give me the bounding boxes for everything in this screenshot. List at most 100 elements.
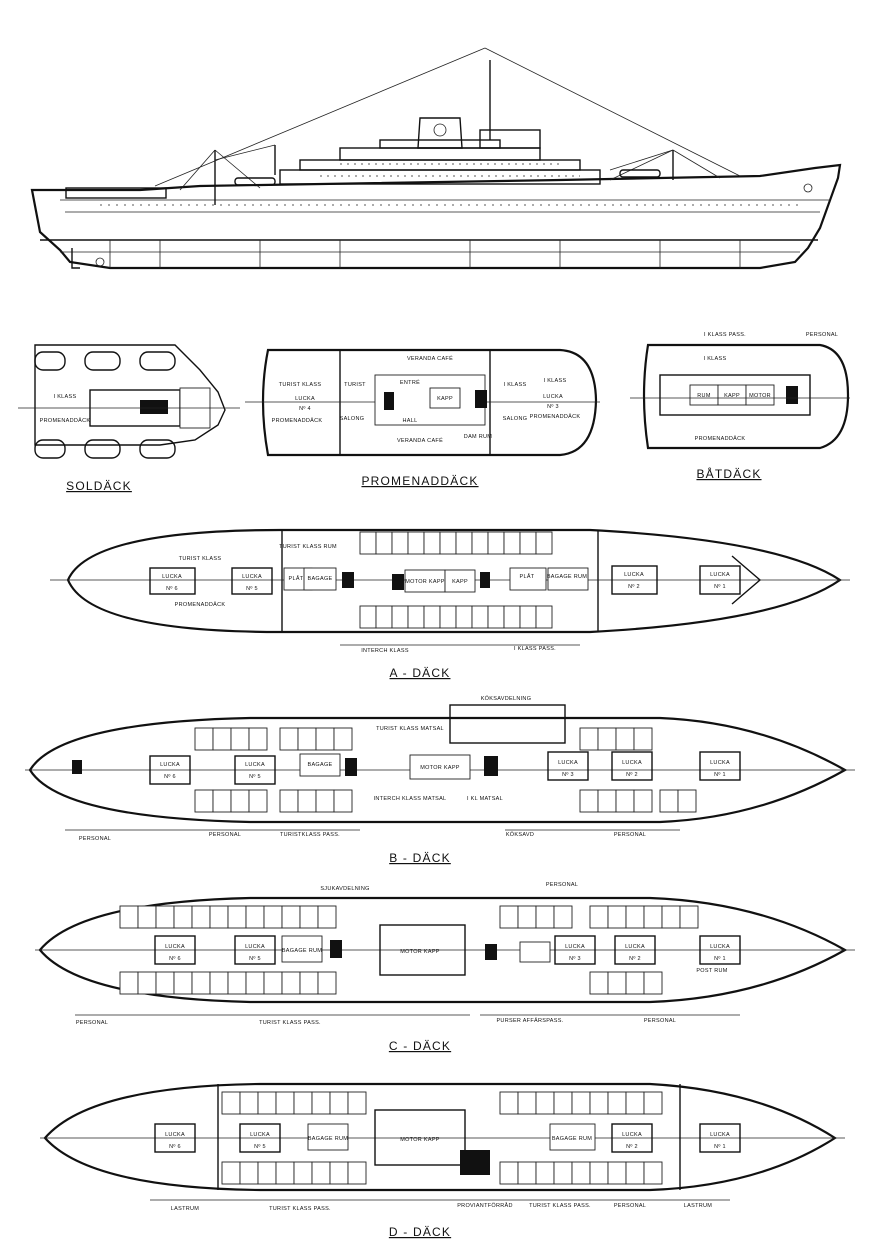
b-dack-label-bagage: BAGAGE: [307, 762, 332, 768]
a-dack-label-promenaddack: PROMENADDÄCK: [175, 601, 226, 608]
promenaddack-label-kapp: KAPP: [437, 396, 453, 402]
b-dack-label-personal-2: PERSONAL: [209, 832, 241, 838]
d-dack-label-no-1: Nº 1: [714, 1143, 726, 1150]
b-dack-label-no-2: Nº 2: [626, 771, 638, 778]
promenaddack-label-lucka-4: LUCKA: [295, 396, 315, 402]
a-dack-label-bagage: BAGAGE: [307, 576, 332, 582]
c-dack-label-personal-left: PERSONAL: [76, 1020, 108, 1026]
a-dack-label-lucka-5: LUCKA: [242, 574, 262, 580]
c-dack-label-lucka-3: LUCKA: [565, 944, 585, 950]
d-dack-label-motor-kapp: MOTOR KAPP: [400, 1137, 440, 1143]
batdack-label-i-klass: I KLASS: [704, 356, 727, 362]
promenaddack-label-salong-right: SALONG: [503, 416, 528, 422]
a-dack-label-no-2: Nº 2: [628, 583, 640, 590]
b-dack-label-turistklass-pass: TURISTKLASS PASS.: [280, 832, 340, 838]
a-dack-label-no-5: Nº 5: [246, 585, 258, 592]
c-dack-label-no-3: Nº 3: [569, 955, 581, 962]
a-dack-label-plat: PLÅT: [289, 575, 304, 582]
c-dack-label-personal-right: PERSONAL: [644, 1018, 676, 1024]
c-dack-title: C - DÄCK: [389, 1039, 451, 1053]
promenaddack-label-lucka-3: LUCKA: [543, 394, 563, 400]
promenaddack-label-i-klass: I KLASS: [504, 382, 527, 388]
a-dack-label-lucka-1: LUCKA: [710, 572, 730, 578]
a-dack-label-no-6: Nº 6: [166, 585, 178, 592]
promenaddack-label-veranda-cafe-bottom: VERANDA CAFÉ: [397, 437, 443, 444]
d-dack-label-lastrum-left: LASTRUM: [171, 1206, 199, 1212]
b-dack-label-interch-klass-matsal: INTERCH KLASS MATSAL: [374, 796, 447, 802]
d-dack-label-turist-klass-pass-right: TURIST KLASS PASS.: [529, 1203, 591, 1209]
a-dack-label-bagage-rum: BAGAGE RUM: [547, 574, 587, 580]
soldack-label-i-klass: I KLASS: [54, 394, 77, 400]
c-dack-label-no-6: Nº 6: [169, 955, 181, 962]
c-dack-label-personal-top: PERSONAL: [546, 882, 578, 888]
d-dack-label-bagage-rum-left: BAGAGE RUM: [308, 1136, 348, 1142]
promenaddack-label-dam-rum: DAM RUM: [464, 434, 492, 440]
d-dack-label-personal: PERSONAL: [614, 1203, 646, 1209]
batdack-label-personal: PERSONAL: [806, 332, 838, 338]
batdack-plan: I KLASS PASS. PERSONAL I KLASS PROMENADD…: [630, 332, 850, 481]
b-dack-label-lucka-6: LUCKA: [160, 762, 180, 768]
d-dack-label-bagage-rum-right: BAGAGE RUM: [552, 1136, 592, 1142]
soldack-title: SOLDÄCK: [66, 479, 132, 493]
c-dack-label-bagage-rum: BAGAGE RUM: [282, 948, 322, 954]
d-dack-label-lucka-6: LUCKA: [165, 1132, 185, 1138]
promenaddack-label-promenaddack-right: PROMENADDÄCK: [530, 413, 581, 420]
promenaddack-label-veranda-cafe-top: VERANDA CAFÉ: [407, 355, 453, 362]
d-dack-label-lastrum-right: LASTRUM: [684, 1203, 712, 1209]
b-dack-label-no-6: Nº 6: [164, 773, 176, 780]
a-dack-label-turist-klass-rum: TURIST KLASS RUM: [279, 544, 337, 550]
a-dack-label-lucka-6: LUCKA: [162, 574, 182, 580]
b-dack-label-lucka-3: LUCKA: [558, 760, 578, 766]
batdack-label-i-klass-pass: I KLASS PASS.: [704, 332, 746, 338]
a-dack-label-i-klass-pass: I KLASS PASS.: [514, 646, 556, 652]
promenaddack-label-salong-left: SALONG: [340, 416, 365, 422]
b-dack-label-personal-3: PERSONAL: [614, 832, 646, 838]
batdack-title: BÅTDÄCK: [696, 466, 761, 481]
b-dack-plan: KÖKSAVDELNING TURIST KLASS MATSAL LUCKA …: [25, 695, 855, 865]
soldack-label-promenaddack: PROMENADDÄCK: [40, 417, 91, 424]
promenaddack-title: PROMENADDÄCK: [361, 474, 478, 488]
b-dack-label-no-5: Nº 5: [249, 773, 261, 780]
d-dack-label-lucka-2: LUCKA: [622, 1132, 642, 1138]
c-dack-label-no-1: Nº 1: [714, 955, 726, 962]
a-dack-label-plat-2: PLÅT: [520, 573, 535, 580]
batdack-label-rum: RUM: [697, 393, 711, 399]
c-dack-label-lucka-6: LUCKA: [165, 944, 185, 950]
c-dack-label-no-2: Nº 2: [629, 955, 641, 962]
a-dack-label-lucka-2: LUCKA: [624, 572, 644, 578]
d-dack-label-turist-klass-pass-left: TURIST KLASS PASS.: [269, 1206, 331, 1212]
a-dack-label-turist-klass: TURIST KLASS: [179, 556, 222, 562]
a-dack-label-no-1: Nº 1: [714, 583, 726, 590]
d-dack-label-lucka-1: LUCKA: [710, 1132, 730, 1138]
b-dack-label-koksavd: KÖKSAVD: [506, 831, 534, 838]
promenaddack-label-turist: TURIST: [344, 382, 366, 388]
c-dack-label-sjukavdelning: SJUKAVDELNING: [320, 886, 369, 892]
a-dack-label-interch-klass: INTERCH KLASS: [361, 648, 409, 654]
promenaddack-label-promenaddack-left: PROMENADDÄCK: [272, 417, 323, 424]
batdack-label-promenaddack: PROMENADDÄCK: [695, 435, 746, 442]
promenaddack-plan: VERANDA CAFÉ TURIST KLASS TURIST ENTRÉ H…: [245, 348, 600, 488]
a-dack-label-motor-kapp: MOTOR KAPP: [405, 579, 445, 585]
d-dack-label-no-2: Nº 2: [626, 1143, 638, 1150]
b-dack-label-i-kl-matsal: I KL MATSAL: [467, 796, 503, 802]
promenaddack-label-no-3: Nº 3: [547, 403, 559, 410]
b-dack-label-turist-klass-matsal: TURIST KLASS MATSAL: [376, 726, 444, 732]
a-dack-label-kapp: KAPP: [452, 579, 468, 585]
b-dack-title: B - DÄCK: [389, 851, 451, 865]
a-dack-title: A - DÄCK: [390, 666, 451, 680]
b-dack-label-lucka-5: LUCKA: [245, 762, 265, 768]
d-dack-label-no-6: Nº 6: [169, 1143, 181, 1150]
batdack-label-motor: MOTOR: [749, 393, 771, 399]
b-dack-label-lucka-2: LUCKA: [622, 760, 642, 766]
b-dack-label-koksavdelning: KÖKSAVDELNING: [481, 695, 532, 702]
b-dack-label-no-3: Nº 3: [562, 771, 574, 778]
b-dack-label-lucka-1: LUCKA: [710, 760, 730, 766]
c-dack-label-motor-kapp: MOTOR KAPP: [400, 949, 440, 955]
c-dack-label-post-rum: POST RUM: [696, 968, 727, 974]
ship-side-profile: [30, 47, 842, 270]
c-dack-plan: SJUKAVDELNING PERSONAL LUCKA Nº 6 LUCKA …: [35, 882, 855, 1053]
c-dack-label-lucka-1: LUCKA: [710, 944, 730, 950]
promenaddack-label-entre: ENTRÉ: [400, 379, 420, 386]
c-dack-label-lucka-2: LUCKA: [625, 944, 645, 950]
c-dack-label-purser-affarspass: PURSER AFFÄRSPASS.: [496, 1017, 563, 1024]
